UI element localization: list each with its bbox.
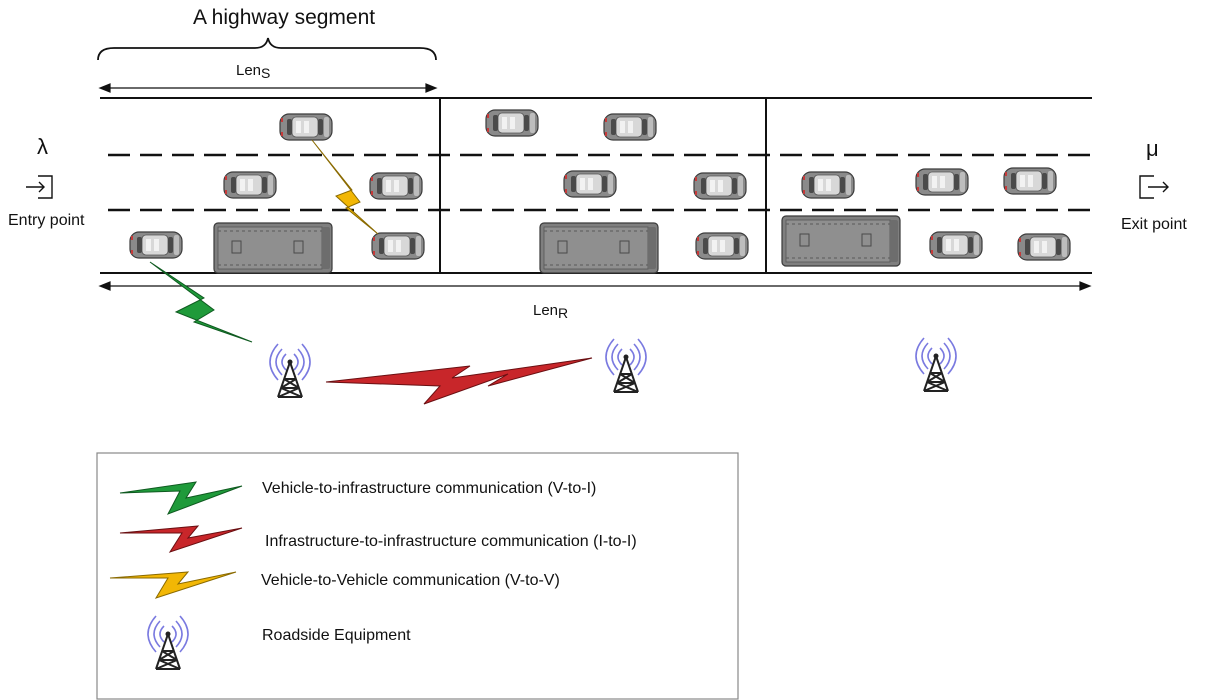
vehicles	[129, 109, 1071, 274]
roadside-antenna-icon	[269, 343, 311, 398]
legend-item-i2i: Infrastructure-to-infrastructure communi…	[265, 533, 637, 550]
len-r-label: LenR	[533, 302, 569, 321]
i2i-lightning	[325, 357, 593, 405]
car	[695, 232, 749, 260]
red-lightning-icon	[119, 525, 243, 553]
segment-title: A highway segment	[193, 6, 376, 29]
car	[223, 171, 277, 199]
legend-item-v2i: Vehicle-to-infrastructure communication …	[262, 480, 597, 497]
car	[129, 231, 183, 259]
legend-item-v2v: Vehicle-to-Vehicle communication (V-to-V…	[261, 572, 560, 589]
bus	[539, 222, 659, 274]
car	[485, 109, 539, 137]
service-rate-label: μ	[1146, 136, 1159, 161]
segment-brace	[97, 37, 437, 61]
roadside-antenna-icon	[605, 338, 647, 393]
bus	[213, 222, 333, 274]
roadside-antenna-icon	[915, 337, 957, 392]
car	[279, 113, 333, 141]
v2v-lightning	[311, 139, 379, 235]
len-s-arrow	[98, 83, 438, 93]
car	[603, 113, 657, 141]
bus	[781, 215, 901, 267]
car	[929, 231, 983, 259]
car	[563, 170, 617, 198]
len-r-arrow	[98, 281, 1092, 291]
car	[369, 172, 423, 200]
car	[915, 168, 969, 196]
v2i-lightning	[149, 261, 253, 343]
exit-icon	[1139, 175, 1169, 199]
yellow-lightning-icon	[109, 571, 237, 599]
enter-icon	[26, 175, 53, 199]
entry-point-label: Entry point	[8, 212, 85, 229]
len-s-label: LenS	[236, 62, 271, 81]
car	[801, 171, 855, 199]
arrival-rate-label: λ	[37, 134, 48, 159]
car	[1003, 167, 1057, 195]
legend-item-rse: Roadside Equipment	[262, 627, 411, 644]
exit-point-label: Exit point	[1121, 216, 1187, 233]
green-lightning-icon	[119, 481, 243, 515]
car	[371, 232, 425, 260]
car	[1017, 233, 1071, 261]
car	[693, 172, 747, 200]
